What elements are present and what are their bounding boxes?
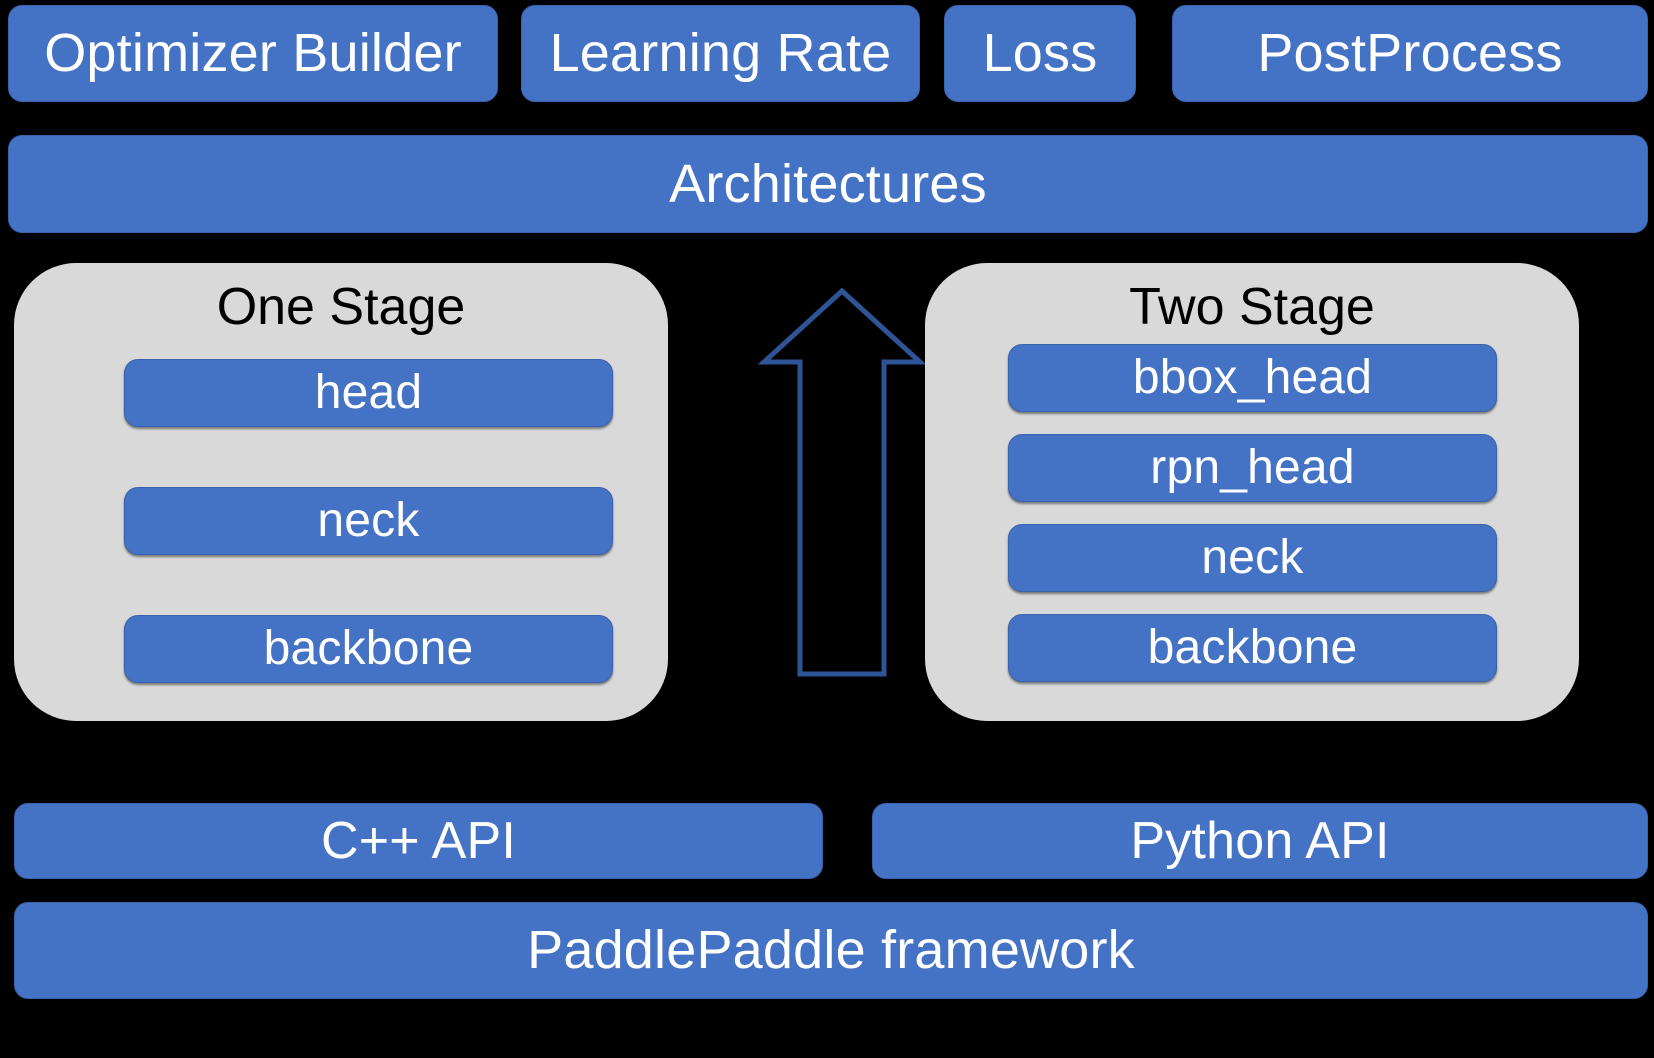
module-label: backbone: [263, 621, 474, 675]
module-label: backbone: [1147, 620, 1358, 674]
module-label: bbox_head: [1132, 350, 1373, 404]
bar-label: PaddlePaddle framework: [527, 920, 1135, 981]
module-two-stage-neck[interactable]: neck: [1008, 524, 1497, 592]
module-label: head: [314, 365, 423, 419]
module-two-stage-bbox-head[interactable]: bbox_head: [1008, 344, 1497, 412]
module-label: rpn_head: [1150, 440, 1355, 494]
module-label: neck: [317, 493, 420, 547]
up-arrow: [757, 286, 927, 678]
bar-paddlepaddle-framework[interactable]: PaddlePaddle framework: [14, 902, 1648, 999]
box-label: PostProcess: [1257, 23, 1563, 84]
module-one-stage-backbone[interactable]: backbone: [124, 615, 613, 683]
box-python-api[interactable]: Python API: [872, 803, 1648, 879]
box-label: Python API: [1130, 811, 1390, 870]
module-one-stage-head[interactable]: head: [124, 359, 613, 427]
box-label: C++ API: [320, 811, 517, 870]
box-postprocess[interactable]: PostProcess: [1172, 5, 1648, 102]
box-learning-rate[interactable]: Learning Rate: [521, 5, 920, 102]
panel-two-stage: Two Stage bbox_head rpn_head neck backbo…: [925, 263, 1579, 721]
box-loss[interactable]: Loss: [944, 5, 1136, 102]
bar-architectures[interactable]: Architectures: [8, 135, 1648, 233]
module-label: neck: [1201, 530, 1304, 584]
box-optimizer-builder[interactable]: Optimizer Builder: [8, 5, 498, 102]
up-arrow-shape: [757, 287, 927, 677]
box-cpp-api[interactable]: C++ API: [14, 803, 823, 879]
box-label: Optimizer Builder: [44, 23, 462, 84]
bar-label: Architectures: [669, 153, 987, 214]
module-two-stage-rpn-head[interactable]: rpn_head: [1008, 434, 1497, 502]
box-label: Learning Rate: [549, 23, 892, 84]
panel-one-stage-title: One Stage: [216, 278, 466, 336]
panel-one-stage: One Stage head neck backbone: [14, 263, 668, 721]
box-label: Loss: [982, 23, 1098, 84]
module-one-stage-neck[interactable]: neck: [124, 487, 613, 555]
panel-two-stage-title: Two Stage: [1129, 278, 1375, 336]
module-two-stage-backbone[interactable]: backbone: [1008, 614, 1497, 682]
